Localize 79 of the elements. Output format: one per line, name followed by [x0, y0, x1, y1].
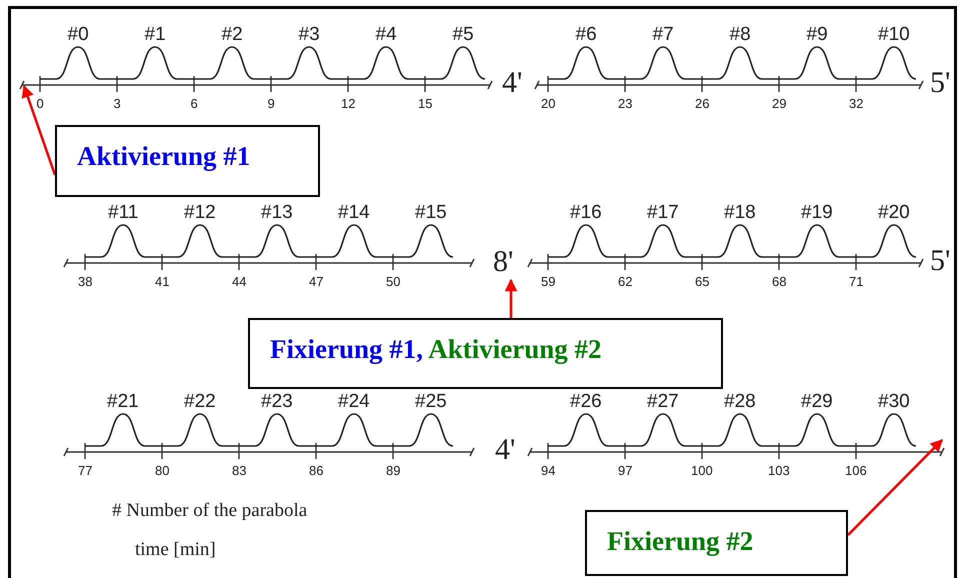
duration-label: 4' — [495, 433, 516, 467]
tick-label: 47 — [309, 274, 324, 288]
tick-label: 0 — [36, 96, 44, 110]
tick-label: 41 — [155, 274, 170, 288]
tick-label: 32 — [849, 96, 864, 110]
tick-label: 80 — [155, 462, 170, 478]
pulse-number: #19 — [801, 202, 833, 224]
pulse-number: #22 — [184, 391, 216, 413]
pulse-number: #4 — [376, 24, 397, 46]
callout-text: Fixierung #1, — [270, 334, 423, 364]
legend-text: # Number of the parabola — [112, 500, 308, 522]
pulse-number: #7 — [652, 24, 674, 46]
pulse-number: #2 — [222, 24, 243, 46]
pulse-number: #3 — [298, 24, 320, 46]
duration-label: 8' — [493, 245, 514, 279]
tick-label: 59 — [541, 274, 556, 288]
tick-label: 86 — [309, 462, 324, 478]
pulse-number: #30 — [878, 391, 910, 413]
pulse-number: #20 — [878, 202, 910, 224]
pulse-number: #0 — [68, 24, 89, 46]
pulse-number: #24 — [338, 391, 370, 413]
duration-label: 5' — [930, 66, 950, 100]
tick-label: 9 — [268, 96, 275, 110]
tick-label: 103 — [768, 462, 790, 478]
tick-label: 62 — [618, 274, 632, 288]
pulse-number: #14 — [338, 202, 370, 224]
tick-label: 71 — [849, 274, 864, 288]
tick-label: 65 — [695, 274, 710, 288]
pulse-number: #28 — [724, 391, 756, 413]
tick-label: 38 — [78, 274, 92, 288]
tick-label: 20 — [541, 96, 556, 110]
tick-label: 29 — [772, 96, 786, 110]
pulse-number: #1 — [144, 24, 166, 46]
pulse-number: #21 — [107, 391, 139, 413]
pulse-number: #5 — [452, 24, 474, 46]
tick-label: 106 — [845, 462, 867, 478]
callout-text: Fixierung #2 — [607, 526, 754, 556]
tick-label: 26 — [695, 96, 710, 110]
tick-label: 94 — [541, 462, 556, 478]
pulse-number: #27 — [647, 391, 679, 413]
pulse-number: #26 — [570, 391, 602, 413]
pulse-number: #29 — [801, 391, 833, 413]
pulse-number: #25 — [415, 391, 447, 413]
pulse-number: #16 — [570, 202, 602, 224]
callout-box — [248, 318, 723, 389]
pulse-number: #12 — [184, 202, 216, 224]
duration-label: 4' — [502, 66, 522, 100]
pulse-number: #10 — [878, 24, 910, 46]
tick-label: 89 — [386, 462, 400, 478]
tick-label: 77 — [78, 462, 92, 478]
tick-label: 3 — [114, 96, 121, 110]
tick-label: 68 — [772, 274, 786, 288]
leader-arrow — [504, 278, 518, 318]
tick-label: 83 — [232, 462, 246, 478]
callout-box — [585, 510, 848, 576]
pulse-number: #13 — [261, 202, 293, 224]
tick-label: 23 — [618, 96, 632, 110]
pulse-number: #18 — [724, 202, 756, 224]
pulse-number: #15 — [415, 202, 447, 224]
pulse-number: #17 — [647, 202, 679, 224]
tick-label: 44 — [232, 274, 246, 288]
tick-label: 100 — [691, 462, 713, 478]
tick-label: 97 — [618, 462, 632, 478]
leader-arrow — [22, 84, 56, 176]
legend-text: time [min] — [135, 539, 216, 561]
pulse-number: #8 — [730, 24, 751, 46]
tick-label: 15 — [418, 96, 432, 110]
leader-arrow — [847, 439, 943, 536]
pulse-number: #6 — [576, 24, 597, 46]
pulse-number: #23 — [261, 391, 293, 413]
tick-label: 12 — [341, 96, 356, 110]
pulse-number: #11 — [108, 202, 138, 224]
callout-box — [55, 125, 320, 197]
callout-text: Aktivierung #2 — [428, 334, 602, 364]
pulse-number: #9 — [806, 24, 828, 46]
tick-label: 6 — [190, 96, 198, 110]
callout-text: Aktivierung #1 — [77, 141, 250, 171]
tick-label: 50 — [386, 274, 400, 288]
duration-label: 5' — [930, 244, 950, 278]
